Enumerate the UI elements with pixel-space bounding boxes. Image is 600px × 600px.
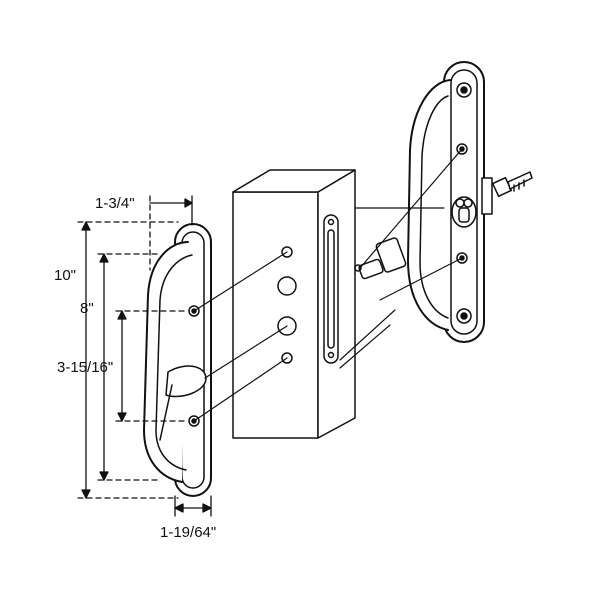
door-hole-top (281, 246, 293, 258)
dim-label-plate-width: 1-19/64" (160, 524, 216, 541)
alignment-lines (193, 148, 463, 422)
dim-label-handle-projection: 1-3/4" (95, 195, 135, 212)
key (491, 171, 533, 198)
right-handle (407, 61, 493, 343)
dim-label-overall-height: 10" (54, 267, 76, 284)
dim-label-grip-length: 8" (80, 300, 94, 317)
door-hole-mid (277, 316, 297, 336)
dim-label-hole-spacing: 3-15/16" (57, 359, 113, 376)
door-block (232, 169, 356, 439)
door-hole-bottom (281, 352, 293, 364)
left-handle (143, 223, 212, 497)
door-hole-large (277, 276, 297, 296)
dimension-lines (77, 195, 212, 517)
spindle-assembly (354, 237, 407, 280)
